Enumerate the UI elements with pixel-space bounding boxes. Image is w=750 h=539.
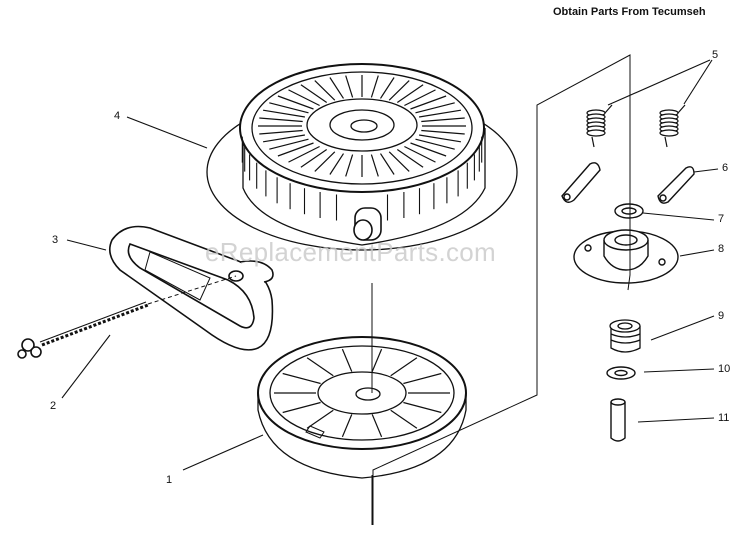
assembly-centerlines	[371, 54, 631, 525]
part-6-pawls	[561, 162, 695, 204]
callout-3: 3	[52, 234, 59, 246]
part-9-brake-spring	[609, 319, 641, 353]
part-10-washer	[606, 366, 636, 380]
part-11-pin	[610, 398, 626, 442]
callout-5: 5	[712, 49, 719, 61]
callout-4: 4	[114, 110, 121, 122]
part-2-rope	[17, 275, 237, 359]
callout-8: 8	[718, 243, 725, 255]
callout-7: 7	[718, 213, 725, 225]
callout-10: 10	[718, 363, 731, 375]
part-1-pulley	[257, 336, 467, 479]
callout-9: 9	[718, 310, 725, 322]
header-note: Obtain Parts From Tecumseh	[553, 6, 706, 18]
callout-2: 2	[50, 400, 57, 412]
part-5-springs	[586, 104, 686, 148]
part-8-retainer	[573, 229, 679, 284]
part-4-starter-housing	[206, 63, 518, 251]
callout-6: 6	[722, 162, 729, 174]
callout-1: 1	[166, 474, 173, 486]
part-3-handle	[109, 225, 274, 351]
part-7-washer	[614, 203, 644, 219]
watermark: eReplacementParts.com	[205, 237, 496, 267]
callout-11: 11	[718, 412, 730, 424]
leader-lines	[61, 59, 719, 471]
